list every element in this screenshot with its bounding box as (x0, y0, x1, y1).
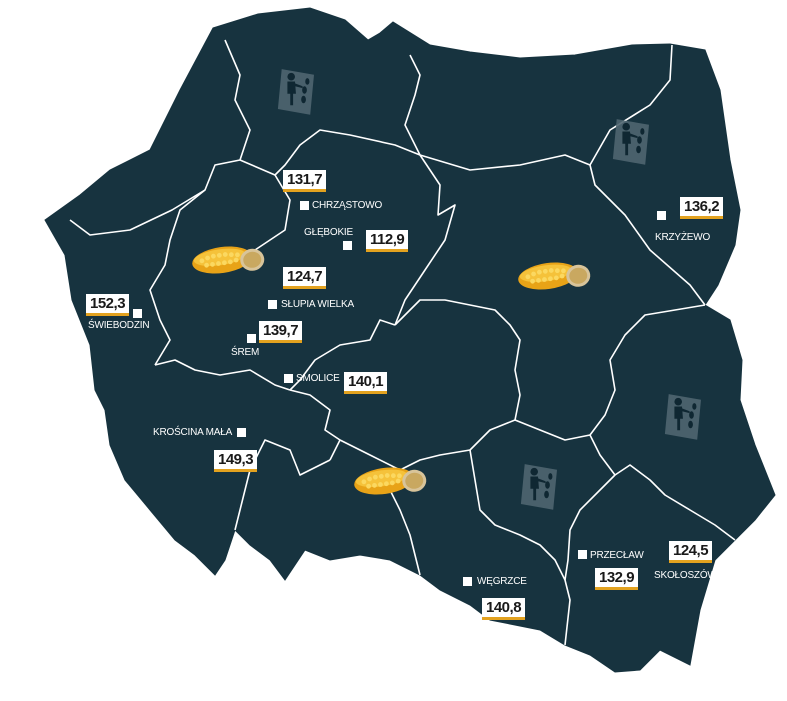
location-marker (719, 570, 728, 579)
location-label-skoloszow: SKOŁOSZÓW (654, 570, 717, 581)
voivodeship-borders (69, 39, 736, 646)
value-label-przeclaw: 132,9 (595, 568, 639, 590)
value-label-slupia-wielka: 124,7 (283, 267, 327, 289)
location-marker (247, 334, 256, 343)
legend-title: NEXAL dt/ha (0, 543, 85, 559)
value-label-skoloszow: 124,5 (669, 541, 713, 563)
location-marker (578, 550, 587, 559)
location-label-wegrzce: WĘGRZCE (477, 576, 527, 587)
location-label-kroscina-mala: KROŚCINA MAŁA (153, 427, 233, 438)
location-marker (268, 300, 277, 309)
value-label-chrzastowo: 131,7 (283, 170, 327, 192)
location-label-swiebodzin: ŚWIEBODZIN (88, 320, 150, 331)
location-marker (343, 241, 352, 250)
location-label-chrzastowo: CHRZĄSTOWO (312, 200, 383, 211)
value-label-kroscina-mala: 149,3 (214, 450, 258, 472)
value-label-wegrzce: 140,8 (482, 598, 526, 620)
location-marker (284, 374, 293, 383)
location-label-smolice: SMOLICE (296, 373, 340, 384)
location-marker (133, 309, 142, 318)
value-label-smolice: 140,1 (344, 372, 388, 394)
value-label-glebokie: 112,9 (366, 230, 409, 252)
location-marker (463, 577, 472, 586)
value-label-swiebodzin: 152,3 (86, 294, 130, 316)
value-label-krzyzewo: 136,2 (680, 197, 724, 219)
location-label-srem: ŚREM (231, 347, 260, 358)
location-marker (300, 201, 309, 210)
location-marker (237, 428, 246, 437)
location-marker (657, 211, 666, 220)
value-label-srem: 139,7 (259, 321, 303, 343)
location-label-slupia-wielka: SŁUPIA WIELKA (281, 299, 354, 310)
location-label-krzyzewo: KRZYŻEWO (655, 232, 711, 243)
location-label-glebokie: GŁĘBOKIE (304, 227, 353, 238)
source-note: viadczenia PDO COBORU 2025. Grupa średni… (0, 586, 255, 597)
location-label-przeclaw: PRZECŁAW (590, 550, 644, 561)
